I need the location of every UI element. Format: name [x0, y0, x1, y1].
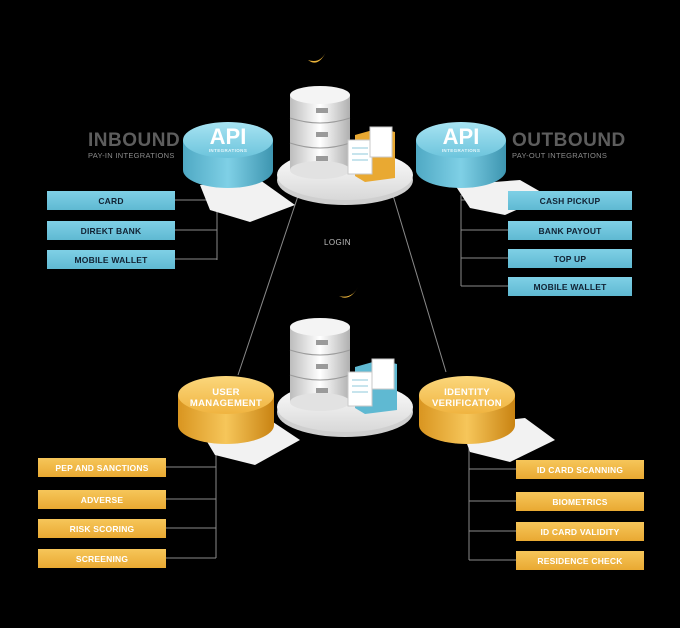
inbound-api-subtitle: INTEGRATIONS	[208, 148, 248, 153]
inbound-api-label: API INTEGRATIONS	[188, 124, 268, 154]
identity-item-residence-check: RESIDENCE CHECK	[516, 551, 644, 570]
identity-verification-disk	[419, 376, 515, 444]
documents-icon	[347, 126, 395, 182]
user-management-line2: MANAGEMENT	[189, 398, 263, 409]
identity-verification-label: IDENTITY VERIFICATION	[422, 387, 512, 409]
identity-verification-line2: VERIFICATION	[432, 398, 502, 409]
user-management-line1: USER	[212, 387, 240, 398]
outbound-item-cash-pickup: CASH PICKUP	[508, 191, 632, 210]
outbound-heading: OUTBOUND	[512, 130, 626, 151]
user-item-risk-scoring: RISK SCORING	[38, 519, 166, 538]
paper-shadow	[200, 180, 295, 222]
user-management-label: USER MANAGEMENT	[181, 387, 271, 409]
user-item-adverse: ADVERSE	[38, 490, 166, 509]
inbound-item-mobile-wallet: MOBILE WALLET	[47, 250, 175, 269]
identity-verification-line1: IDENTITY	[444, 387, 490, 398]
outbound-api-label: API INTEGRATIONS	[421, 124, 501, 154]
connector-lines	[166, 189, 516, 561]
inbound-item-direkt-bank: DIREKT BANK	[47, 221, 175, 240]
crescent-icon	[339, 287, 358, 298]
outbound-subheading: PAY-OUT INTEGRATIONS	[512, 151, 608, 160]
documents-icon	[347, 358, 397, 414]
identity-item-biometrics: BIOMETRICS	[516, 492, 644, 511]
outbound-api-subtitle: INTEGRATIONS	[441, 148, 481, 153]
outbound-item-bank-payout: BANK PAYOUT	[508, 221, 632, 240]
outbound-api-disk	[416, 122, 506, 188]
outbound-item-top-up: TOP UP	[508, 249, 632, 268]
outbound-api-title: API	[442, 124, 480, 149]
user-item-screening: SCREENING	[38, 549, 166, 568]
inbound-api-title: API	[209, 124, 247, 149]
crescent-icon	[308, 52, 326, 63]
login-label: LOGIN	[324, 238, 351, 247]
inbound-api-disk	[183, 122, 273, 188]
user-management-disk	[178, 376, 274, 444]
user-item-pep-sanctions: PEP AND SANCTIONS	[38, 458, 166, 477]
identity-item-id-card-validity: ID CARD VALIDITY	[516, 522, 644, 541]
top-server-hub	[277, 86, 413, 205]
identity-item-id-card-scanning: ID CARD SCANNING	[516, 460, 644, 479]
outbound-item-mobile-wallet: MOBILE WALLET	[508, 277, 632, 296]
inbound-subheading: PAY-IN INTEGRATIONS	[88, 151, 175, 160]
inbound-item-card: CARD	[47, 191, 175, 210]
bottom-server-hub	[277, 318, 413, 437]
inbound-heading: INBOUND	[88, 130, 181, 151]
